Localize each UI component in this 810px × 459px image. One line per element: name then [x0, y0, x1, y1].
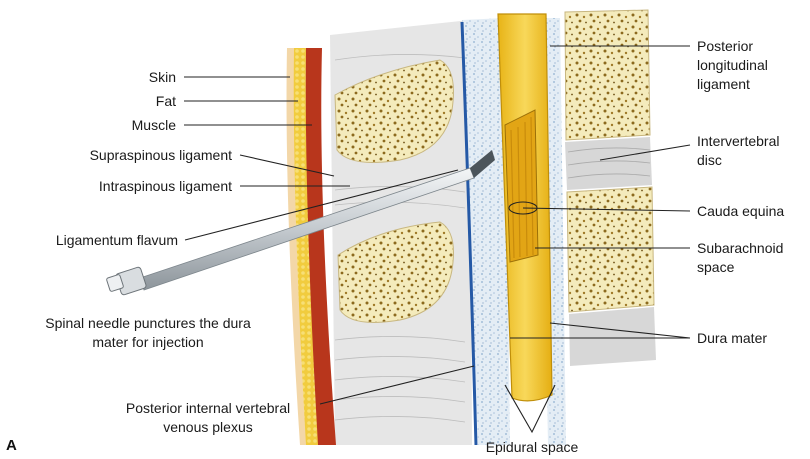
label-subarachnoid-line2: space: [697, 259, 735, 275]
label-epidural-space: Epidural space: [486, 439, 579, 455]
vertebral-body-lower: [566, 186, 655, 313]
leader-intervertebral: [599, 144, 691, 161]
label-subarachnoid-line1: Subarachnoid: [697, 240, 783, 256]
label-intervertebral-line2: disc: [697, 152, 722, 168]
label-cauda-equina: Cauda equina: [697, 203, 784, 219]
muscle-layer: [305, 48, 336, 445]
disc-lower: [569, 307, 656, 366]
leader-venous-plexus: [319, 365, 475, 405]
leader-supraspinous: [239, 154, 335, 177]
vertebra-lower-posterior: [337, 221, 454, 323]
label-skin: Skin: [149, 69, 176, 85]
label-venous-plexus-line2: venous plexus: [163, 419, 253, 435]
label-posterior-longitudinal-line3: ligament: [697, 76, 750, 92]
cauda-equina-nerves: [510, 116, 534, 259]
vertebra-upper-posterior: [334, 59, 454, 163]
label-intervertebral-line1: Intervertebral: [697, 133, 779, 149]
label-posterior-longitudinal-line1: Posterior: [697, 38, 753, 54]
spinal-needle: [106, 150, 495, 296]
intervertebral-disc: [565, 137, 652, 190]
leader-dura-2: [549, 322, 691, 339]
posterior-venous-plexus-line: [460, 21, 478, 446]
disc-fibers: [567, 147, 651, 179]
label-posterior-longitudinal-line2: longitudinal: [697, 57, 768, 73]
label-fat: Fat: [156, 93, 176, 109]
vertebral-body-upper: [564, 9, 651, 141]
label-muscle: Muscle: [132, 117, 177, 133]
leader-ligamentum-flavum: [184, 169, 459, 241]
panel-letter: A: [6, 437, 17, 454]
label-needle-caption-line1: Spinal needle punctures the dura: [45, 315, 251, 331]
label-venous-plexus-line1: Posterior internal vertebral: [126, 400, 290, 416]
label-ligamentum-flavum: Ligamentum flavum: [56, 232, 178, 248]
leader-epidural: [504, 384, 556, 434]
label-dura-mater: Dura mater: [697, 330, 767, 346]
label-needle-caption-line2: mater for injection: [92, 334, 203, 350]
label-intraspinous-ligament: Intraspinous ligament: [99, 178, 232, 194]
leader-cauda-equina: [522, 207, 691, 212]
label-supraspinous-ligament: Supraspinous ligament: [90, 147, 233, 163]
epidural-space-posterior: [462, 18, 510, 445]
